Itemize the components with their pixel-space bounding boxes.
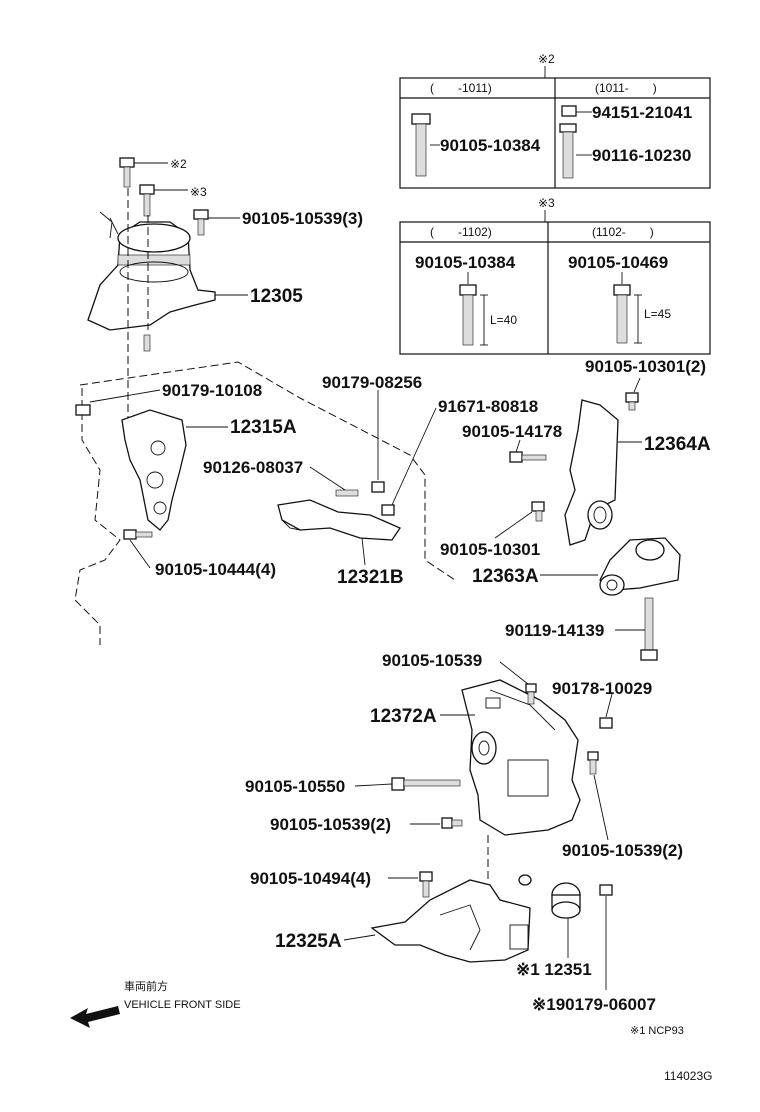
- table-3-col1-length: L=40: [490, 313, 517, 327]
- label-12372A: 12372A: [370, 706, 437, 727]
- label-90178-10029: 90178-10029: [552, 679, 652, 698]
- label-12315A: 12315A: [230, 417, 297, 438]
- table-note-2: ※2 ( -1011) (1011- ) 90105-10384 94151-2…: [399, 52, 711, 189]
- label-91671-80818: 91671-80818: [438, 397, 538, 416]
- table-2-col2-part-top: 94151-21041: [592, 103, 692, 122]
- nut-icon: [75, 404, 91, 416]
- bolt-icon: [391, 777, 461, 791]
- table-3-col1-part: 90105-10384: [415, 253, 516, 272]
- label-90105-10539-3: 90105-10539(3): [242, 209, 363, 228]
- label-90105-10550: 90105-10550: [245, 777, 345, 796]
- label-bolt-note-3: ※3: [190, 185, 207, 199]
- label-bolt-note-2: ※2: [170, 157, 187, 171]
- bolt-icon: [119, 157, 135, 188]
- bracket-12372A: [461, 679, 581, 836]
- bracket-12364A: [564, 399, 619, 546]
- bolt-icon: [123, 529, 153, 540]
- nut-icon: [599, 884, 613, 896]
- label-90179-10108: 90179-10108: [162, 381, 262, 400]
- label-90105-10539-a: 90105-10539: [382, 651, 482, 670]
- bolt-icon: [441, 817, 463, 829]
- bolt-icon: [640, 597, 658, 661]
- table-3-col1-header: ( -1102): [430, 225, 492, 239]
- direction-label-en: VEHICLE FRONT SIDE: [124, 999, 241, 1011]
- table-2-col2-header: (1011- ): [595, 81, 657, 95]
- engine-outline: [74, 361, 456, 645]
- footnote-ncp93: ※1 NCP93: [630, 1025, 684, 1037]
- nut-icon: [381, 504, 395, 516]
- label-90105-14178: 90105-14178: [462, 422, 562, 441]
- bracket-12315A: [121, 409, 187, 531]
- label-12321B: 12321B: [337, 567, 404, 588]
- bolt-icon: [459, 284, 477, 346]
- table-3-col2-part: 90105-10469: [568, 253, 668, 272]
- bracket-12321B: [277, 499, 401, 566]
- label-90119-14139: 90119-14139: [505, 621, 604, 640]
- label-90105-10539-2a: 90105-10539(2): [270, 815, 391, 834]
- bracket-12325A: [370, 874, 532, 963]
- label-12363A: 12363A: [472, 566, 539, 587]
- label-90179-08256: 90179-08256: [322, 373, 422, 392]
- engine-mount-12305: [87, 211, 216, 331]
- bolt-icon: [139, 184, 155, 217]
- nut-icon: [561, 105, 577, 117]
- label-12305: 12305: [250, 286, 303, 307]
- table-2-mark: ※2: [538, 52, 555, 66]
- bolt-icon: [509, 451, 547, 463]
- vehicle-front-arrow-icon: [70, 1006, 120, 1028]
- table-3-mark: ※3: [538, 196, 555, 210]
- mount-12363A: [599, 537, 681, 596]
- bolt-icon: [411, 113, 431, 177]
- stud-icon: [335, 489, 359, 497]
- table-note-3: ※3 ( -1102) (1102- ) 90105-10384 90105-1…: [399, 196, 711, 355]
- stud-icon: [559, 123, 577, 179]
- direction-label-jp: 車両前方: [124, 979, 168, 993]
- bolt-icon: [587, 751, 599, 775]
- label-90105-10301: 90105-10301: [440, 540, 540, 559]
- label-90179-06007: ※190179-06007: [532, 995, 656, 1014]
- bushing-12351: [551, 882, 581, 919]
- table-2-col1-part: 90105-10384: [440, 136, 541, 155]
- bolt-icon: [143, 334, 151, 352]
- table-3-col2-header: (1102- ): [592, 225, 654, 239]
- label-90126-08037: 90126-08037: [203, 458, 303, 477]
- bolt-icon: [193, 209, 209, 236]
- bolt-icon: [525, 683, 537, 705]
- nut-icon: [599, 717, 613, 729]
- label-90105-10494-4: 90105-10494(4): [250, 869, 371, 888]
- table-3-col2-length: L=45: [644, 307, 671, 321]
- diagram-id: 114023G: [664, 1069, 713, 1083]
- bolt-icon: [613, 284, 631, 344]
- table-2-col1-header: ( -1011): [430, 81, 492, 95]
- label-12351: ※1 12351: [516, 960, 592, 979]
- bolt-icon: [531, 501, 545, 522]
- label-90105-10539-2b: 90105-10539(2): [562, 841, 683, 860]
- label-12325A: 12325A: [275, 931, 342, 952]
- bolt-icon: [419, 871, 433, 898]
- table-2-col2-part-bottom: 90116-10230: [592, 146, 691, 165]
- nut-icon: [371, 481, 385, 493]
- bolt-icon: [625, 392, 639, 411]
- label-90105-10444-4: 90105-10444(4): [155, 560, 276, 579]
- label-90105-10301-2: 90105-10301(2): [585, 357, 706, 376]
- label-12364A: 12364A: [644, 434, 711, 455]
